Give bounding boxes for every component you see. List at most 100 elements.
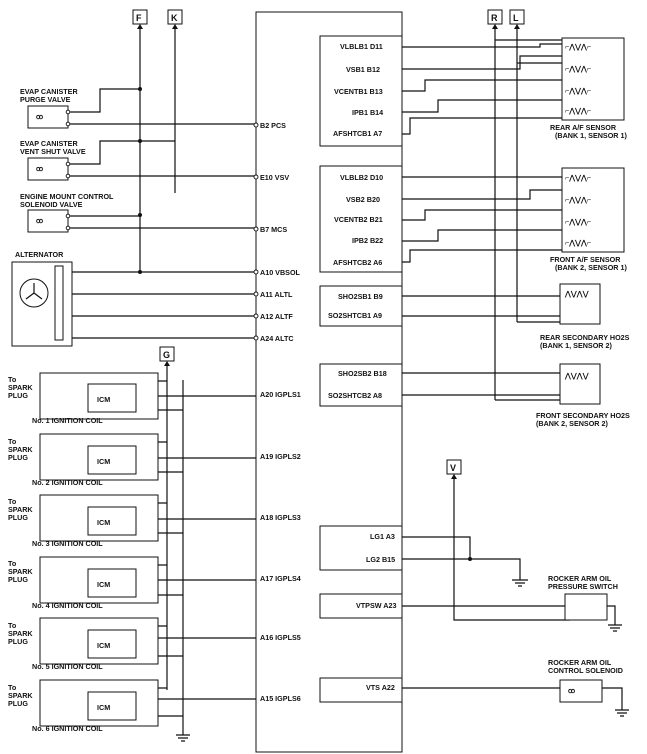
svg-text:SHO2SB1 B9: SHO2SB1 B9 [338,292,383,301]
heater-icon: ⋀⋁⋀⋁ [564,289,589,298]
svg-text:G: G [163,350,170,360]
svg-text:LG1 A3: LG1 A3 [370,532,395,541]
svg-text:A11 ALTL: A11 ALTL [260,290,293,299]
svg-text:ꝏ: ꝏ [36,164,43,173]
svg-text:A12 ALTF: A12 ALTF [260,312,293,321]
ecm-left-pins: B2 PCS E10 VSV B7 MCS A10 VBSOL A11 ALTL… [260,121,301,703]
svg-text:A24 ALTC: A24 ALTC [260,334,294,343]
svg-text:ICM: ICM [97,641,110,650]
svg-text:FRONT A/F SENSOR: FRONT A/F SENSOR [550,255,621,264]
svg-text:No. 2 IGNITION COIL: No. 2 IGNITION COIL [32,478,103,487]
svg-text:(BANK 1, SENSOR 1): (BANK 1, SENSOR 1) [555,131,627,140]
svg-text:No. 1 IGNITION COIL: No. 1 IGNITION COIL [32,416,103,425]
svg-text:(BANK 1, SENSOR 2): (BANK 1, SENSOR 2) [540,341,612,350]
svg-text:A10 VBSOL: A10 VBSOL [260,268,301,277]
svg-text:PRESSURE SWITCH: PRESSURE SWITCH [548,582,618,591]
svg-text:VCENTB1 B13: VCENTB1 B13 [334,87,383,96]
svg-text:EVAP CANISTER: EVAP CANISTER [20,139,78,148]
svg-text:ICM: ICM [97,703,110,712]
svg-text:PLUG: PLUG [8,699,28,708]
svg-text:V: V [450,463,456,473]
svg-text:No. 5 IGNITION COIL: No. 5 IGNITION COIL [32,662,103,671]
svg-text:IPB1 B14: IPB1 B14 [352,108,383,117]
svg-text:⌐⋀⋁⋀⌐: ⌐⋀⋁⋀⌐ [565,106,591,115]
svg-text:VLBLB1 D11: VLBLB1 D11 [340,42,383,51]
rear-af-sensor: ⌐⋀⋁⋀⌐ ⌐⋀⋁⋀⌐ ⌐⋀⋁⋀⌐ ⌐⋀⋁⋀⌐ [565,42,591,115]
svg-text:AFSHTCB1 A7: AFSHTCB1 A7 [333,129,382,138]
svg-text:To: To [8,497,17,506]
svg-text:⌐⋀⋁⋀⌐: ⌐⋀⋁⋀⌐ [565,86,591,95]
svg-text:To: To [8,437,17,446]
svg-text:SPARK: SPARK [8,505,33,514]
svg-text:⌐⋀⋁⋀⌐: ⌐⋀⋁⋀⌐ [565,217,591,226]
svg-text:SHO2SB2 B18: SHO2SB2 B18 [338,369,387,378]
svg-text:VTPSW A23: VTPSW A23 [356,601,396,610]
svg-text:⌐⋀⋁⋀⌐: ⌐⋀⋁⋀⌐ [565,42,591,51]
svg-text:⌐⋀⋁⋀⌐: ⌐⋀⋁⋀⌐ [565,238,591,247]
svg-text:PLUG: PLUG [8,637,28,646]
svg-text:SPARK: SPARK [8,629,33,638]
connector-r: R [487,9,503,29]
svg-text:To: To [8,683,17,692]
svg-text:L: L [513,13,519,23]
svg-text:VENT SHUT VALVE: VENT SHUT VALVE [20,147,86,156]
svg-text:LG2 B15: LG2 B15 [366,555,395,564]
ground-icon [512,579,528,587]
connector-f: F [132,9,148,29]
svg-text:PURGE VALVE: PURGE VALVE [20,95,71,104]
svg-text:PLUG: PLUG [8,513,28,522]
svg-text:SO2SHTCB2 A8: SO2SHTCB2 A8 [328,391,382,400]
svg-text:E10 VSV: E10 VSV [260,173,289,182]
svg-text:⌐⋀⋁⋀⌐: ⌐⋀⋁⋀⌐ [565,64,591,73]
svg-text:ICM: ICM [97,518,110,527]
svg-text:A20 IGPLS1: A20 IGPLS1 [260,390,301,399]
svg-text:ICM: ICM [97,580,110,589]
connector-v: V [446,459,462,479]
svg-text:⋀⋁⋀⋁: ⋀⋁⋀⋁ [564,371,589,380]
svg-text:No. 3 IGNITION COIL: No. 3 IGNITION COIL [32,539,103,548]
svg-text:ICM: ICM [97,457,110,466]
svg-text:⌐⋀⋁⋀⌐: ⌐⋀⋁⋀⌐ [565,195,591,204]
svg-text:B7 MCS: B7 MCS [260,225,287,234]
connector-g: G [159,346,175,366]
svg-text:SPARK: SPARK [8,691,33,700]
svg-text:K: K [171,13,178,23]
connector-k: K [167,9,183,29]
svg-text:VSB2 B20: VSB2 B20 [346,195,380,204]
svg-text:To: To [8,621,17,630]
svg-text:SPARK: SPARK [8,383,33,392]
svg-text:CONTROL SOLENOID: CONTROL SOLENOID [548,666,623,675]
svg-text:IPB2 B22: IPB2 B22 [352,236,383,245]
evap-purge-label: EVAP CANISTER [20,87,78,96]
svg-text:SO2SHTCB1 A9: SO2SHTCB1 A9 [328,311,382,320]
svg-text:B2 PCS: B2 PCS [260,121,286,130]
svg-text:No. 4 IGNITION COIL: No. 4 IGNITION COIL [32,601,103,610]
svg-text:SPARK: SPARK [8,445,33,454]
svg-text:VLBLB2 D10: VLBLB2 D10 [340,173,383,182]
svg-text:ꝏ: ꝏ [568,686,575,695]
svg-text:(BANK 2, SENSOR 1): (BANK 2, SENSOR 1) [555,263,627,272]
pressure-switch-icon [402,605,616,625]
svg-text:ꝏ: ꝏ [36,216,43,225]
alternator-label: ALTERNATOR [15,250,64,259]
svg-text:A15 IGPLS6: A15 IGPLS6 [260,694,301,703]
svg-text:PLUG: PLUG [8,391,28,400]
svg-text:To: To [8,375,17,384]
svg-text:ENGINE MOUNT CONTROL: ENGINE MOUNT CONTROL [20,192,114,201]
svg-text:ROCKER ARM OIL: ROCKER ARM OIL [548,574,612,583]
connector-l: L [509,9,525,29]
solenoid-coil-icon: ꝏ [36,112,43,121]
svg-text:VSB1 B12: VSB1 B12 [346,65,380,74]
svg-text:To: To [8,559,17,568]
svg-text:FRONT SECONDARY HO2S: FRONT SECONDARY HO2S [536,411,630,420]
svg-text:ROCKER ARM OIL: ROCKER ARM OIL [548,658,612,667]
svg-text:PLUG: PLUG [8,575,28,584]
svg-text:REAR SECONDARY HO2S: REAR SECONDARY HO2S [540,333,630,342]
